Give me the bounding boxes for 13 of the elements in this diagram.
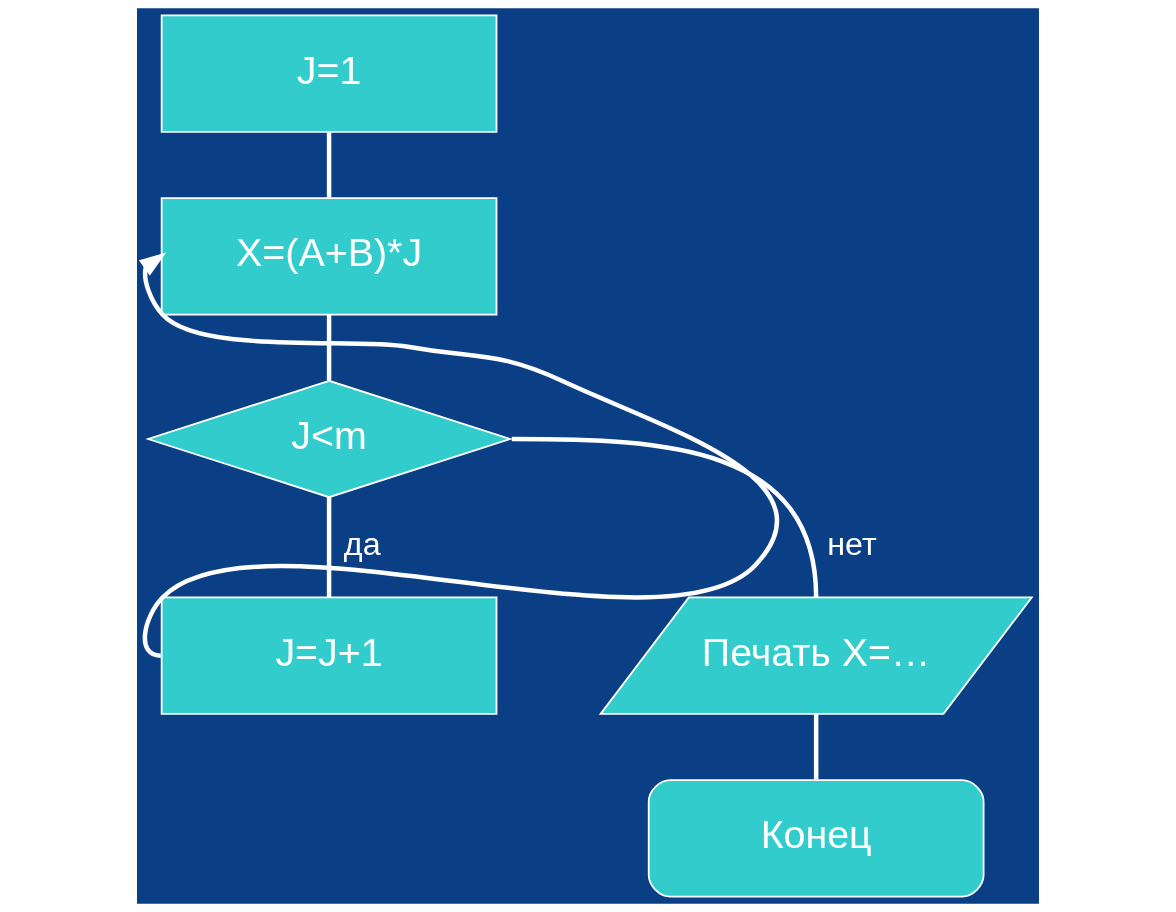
node-box: Конец	[647, 779, 985, 898]
connector	[813, 714, 819, 780]
edge-label: да	[343, 526, 381, 563]
connector	[511, 436, 819, 598]
node-diamond: J<m	[145, 379, 513, 499]
node-box: J=1	[160, 14, 498, 133]
node-box: J=J+1	[160, 596, 498, 715]
edge-label: нет	[827, 526, 877, 563]
arrow	[138, 252, 778, 658]
connector	[326, 497, 332, 598]
connector	[326, 314, 332, 381]
connector	[326, 132, 332, 198]
node-box: X=(A+B)*J	[160, 197, 498, 316]
